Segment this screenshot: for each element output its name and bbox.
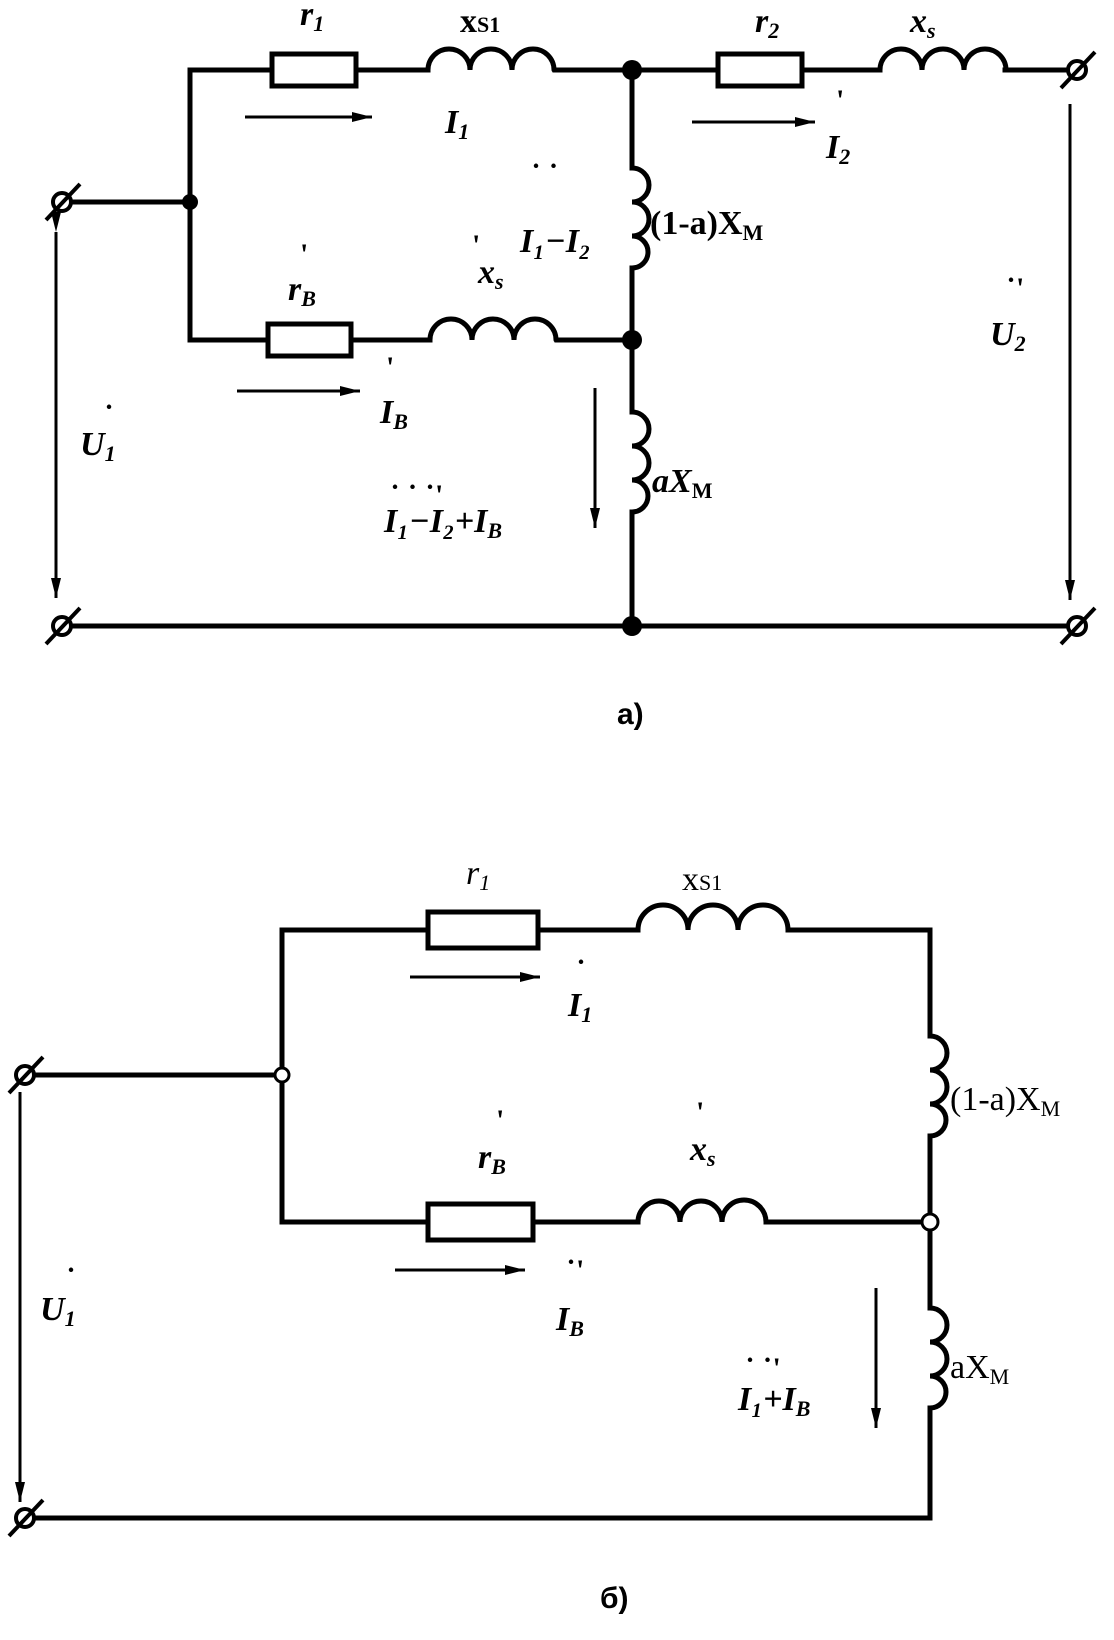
resistor-a-r1 (269, 51, 359, 89)
label-a-rB: rB (288, 271, 316, 311)
dot-b-I1: ˙ (576, 954, 586, 987)
dot-a-U2p: ˙' (1006, 272, 1024, 305)
label-a-xs1: xS1 (460, 3, 500, 40)
label-b-r1: r1 (466, 855, 490, 895)
dot-a-xsB: ' (472, 229, 480, 262)
diagram-b: r1 xS1 ˙ I1 (1-a)XM ' rB ' xs ˙' IB ˙ U1… (7, 855, 1060, 1615)
label-a-r1: r1 (300, 0, 324, 36)
label-a-sum-current: I₁−I₂+IB (383, 503, 502, 543)
node-b-right (920, 1212, 940, 1232)
inductor-b-upper-magnetizing (927, 1033, 950, 1139)
inductor-a-lower-magnetizing (629, 409, 652, 515)
resistor-a-rB (265, 321, 354, 359)
label-b-sum-current: I₁+IB (737, 1381, 810, 1421)
diagram-a: r1 xS1 r2 xs I1 ' I2 ˙ ˙ I₁−I₂ (1-a)XM '… (44, 0, 1097, 731)
label-a-U2p: U2 (990, 316, 1026, 356)
terminal-a-output-top (1059, 50, 1097, 90)
label-a-U1: U1 (80, 426, 116, 466)
terminal-a-input-bottom (44, 606, 82, 646)
resistor-b-rB (425, 1201, 536, 1243)
dot-a-branch: ˙ ˙ (531, 158, 558, 191)
node-a-mid (622, 330, 642, 350)
label-a-mag-lower: aXM (652, 463, 713, 503)
dot-b-U1: ˙ (66, 1262, 76, 1295)
label-a-I2p: I2 (825, 129, 850, 169)
dot-a-rB: ' (300, 238, 308, 271)
dot-a-IBp: ' (386, 351, 394, 384)
label-b-mag-upper: (1-a)XM (950, 1081, 1060, 1121)
inductor-a-xs1 (425, 46, 557, 73)
node-a-bottom (622, 616, 642, 636)
dot-b-sum: ˙ ˙' (745, 1352, 781, 1385)
caption-b: б) (600, 1582, 629, 1615)
label-a-xsB: xs (477, 254, 504, 294)
label-a-I1: I1 (444, 104, 469, 144)
caption-a: а) (617, 698, 644, 731)
inductor-b-lower-magnetizing (927, 1305, 950, 1411)
label-a-mag-upper: (1-a)XM (650, 205, 764, 245)
label-b-IB: IB (555, 1301, 584, 1341)
label-a-branch-current: I₁−I₂ (519, 223, 591, 260)
label-b-mag-lower: aXM (950, 1349, 1009, 1389)
terminal-a-input-top (44, 182, 82, 222)
node-b-left (273, 1066, 291, 1084)
dot-a-I2p: ' (836, 84, 844, 117)
node-a-left (182, 194, 198, 210)
label-b-rB: rB (478, 1139, 506, 1179)
dot-b-IB: ˙' (566, 1254, 584, 1287)
label-b-xs1: xS1 (682, 861, 722, 898)
dot-a-sum: ˙ ˙ ˙' (390, 479, 443, 512)
terminal-b-input-bottom (7, 1498, 45, 1538)
inductor-a-xs2 (877, 46, 1009, 73)
label-b-xsB: xs (689, 1131, 716, 1171)
dot-a-U1: ˙ (104, 399, 114, 432)
label-a-xs2: xs (909, 3, 936, 43)
label-b-U1: U1 (40, 1291, 76, 1331)
label-a-r2: r2 (755, 3, 779, 43)
terminal-b-input-top (7, 1055, 45, 1095)
label-a-IBp: IB (379, 394, 408, 434)
inductor-b-xsB (635, 1197, 769, 1225)
label-b-I1: I1 (567, 987, 592, 1027)
terminal-a-output-bottom (1059, 606, 1097, 646)
resistor-b-r1 (425, 909, 541, 951)
inductor-a-xsB (427, 316, 559, 343)
inductor-b-xs1 (635, 902, 791, 933)
resistor-a-r2 (715, 51, 805, 89)
dot-b-rB: ' (496, 1104, 504, 1137)
dot-b-xsB: ' (696, 1096, 704, 1129)
node-a-top (622, 60, 642, 80)
inductor-a-upper-magnetizing (629, 165, 652, 271)
